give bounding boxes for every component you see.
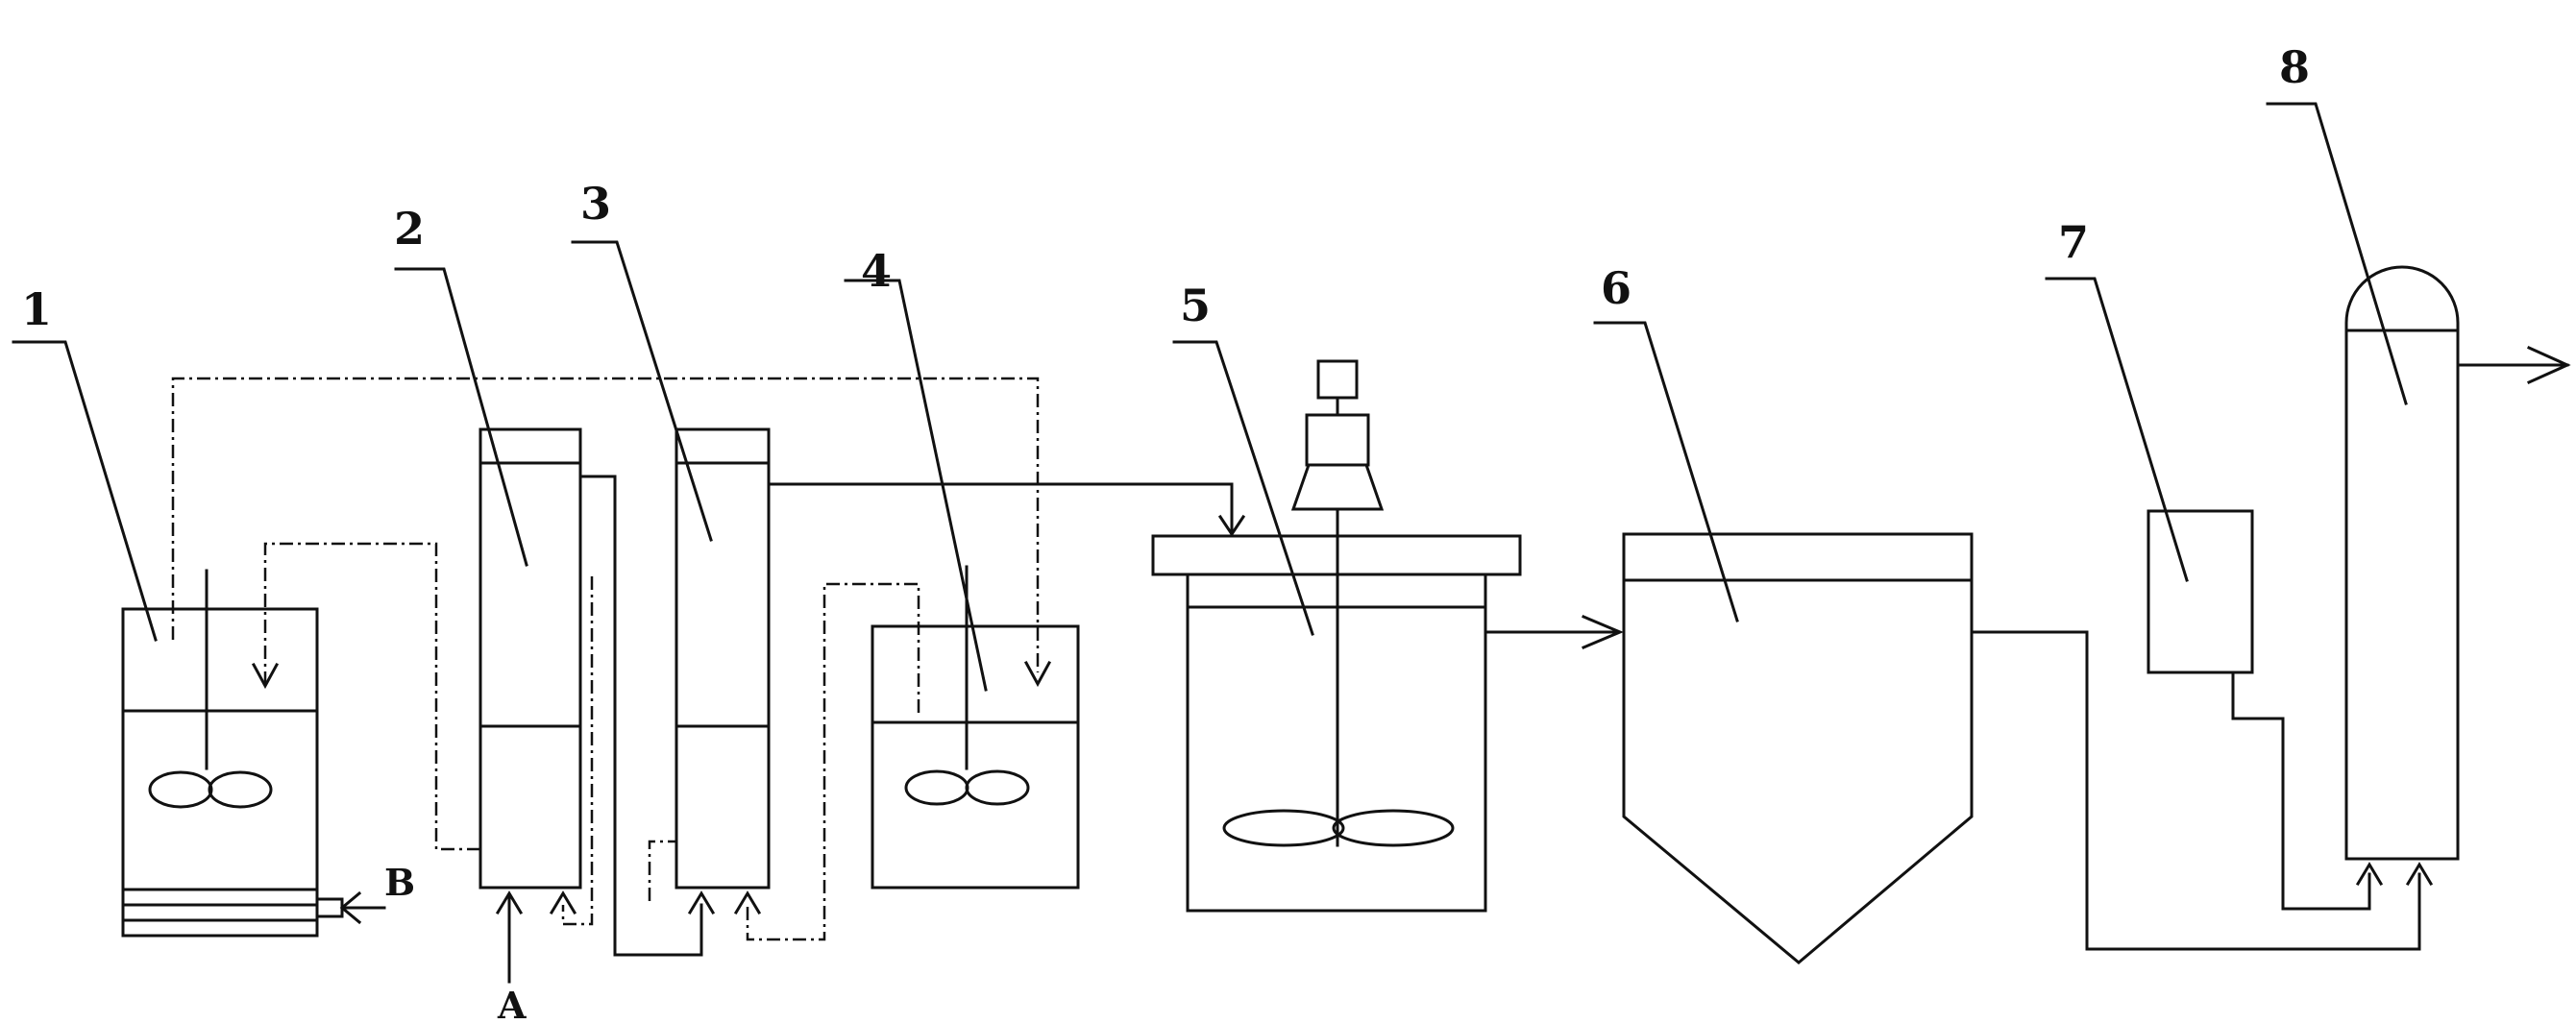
label-unit-8: 8 [2279, 41, 2310, 93]
unit-1-stirred-tank [12, 340, 386, 938]
solid-flow-lines [495, 475, 2434, 984]
dashed-flow-lines [171, 377, 1052, 941]
label-inlet-b: B [384, 861, 415, 904]
unit-labels: 1 2 3 4 5 6 7 8 A B [21, 41, 2310, 1024]
label-unit-6: 6 [1601, 262, 1631, 314]
label-unit-5: 5 [1180, 280, 1211, 331]
label-unit-1: 1 [21, 283, 52, 335]
label-unit-3: 3 [580, 178, 611, 230]
unit-2-column [394, 267, 582, 890]
unit-8-dome-column [2266, 102, 2571, 861]
unit-4-stirred-tank [844, 279, 1080, 890]
unit-7-dosing-tank [2045, 277, 2254, 674]
unit-6-settler [1593, 321, 1974, 964]
label-inlet-a: A [497, 984, 527, 1024]
label-unit-4: 4 [861, 245, 892, 297]
label-unit-7: 7 [2058, 216, 2089, 268]
label-unit-2: 2 [394, 203, 425, 255]
unit-3-column [571, 240, 771, 890]
unit-5-reactor [1151, 340, 1522, 913]
